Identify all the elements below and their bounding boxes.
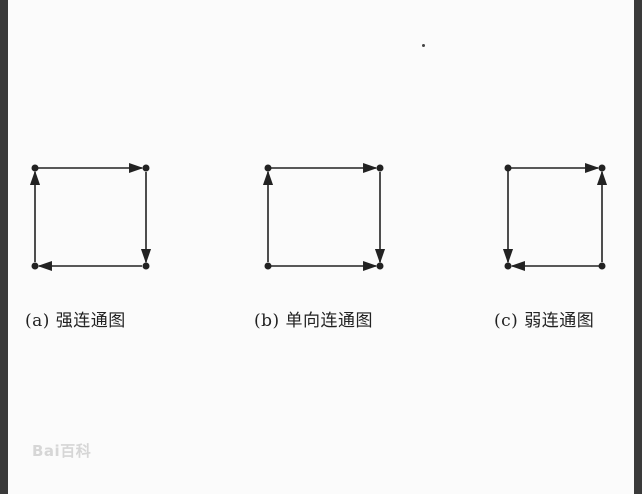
node-b-tl [264, 164, 272, 172]
caption-a: (a) 强连通图 [25, 311, 126, 331]
caption-b: (b) 单向连通图 [254, 311, 374, 331]
node-a-br [142, 262, 150, 270]
node-a-tr [142, 164, 150, 172]
stray-dot [422, 44, 425, 47]
node-c-tl [504, 164, 512, 172]
graph-b [262, 162, 386, 272]
page: (a) 强连通图 (b) 单向连通图 (c) 弱连通图 Bai百科 [8, 0, 634, 494]
graph-a [29, 162, 152, 272]
node-c-bl [504, 262, 512, 270]
node-c-tr [598, 164, 606, 172]
graph-c [502, 162, 608, 272]
graph-diagrams [29, 162, 608, 272]
node-b-tr [376, 164, 384, 172]
node-a-bl [31, 262, 39, 270]
watermark-logo: Bai百科 [32, 442, 92, 460]
caption-c: (c) 弱连通图 [494, 311, 595, 331]
node-c-br [598, 262, 606, 270]
node-b-br [376, 262, 384, 270]
node-a-tl [31, 164, 39, 172]
node-b-bl [264, 262, 272, 270]
